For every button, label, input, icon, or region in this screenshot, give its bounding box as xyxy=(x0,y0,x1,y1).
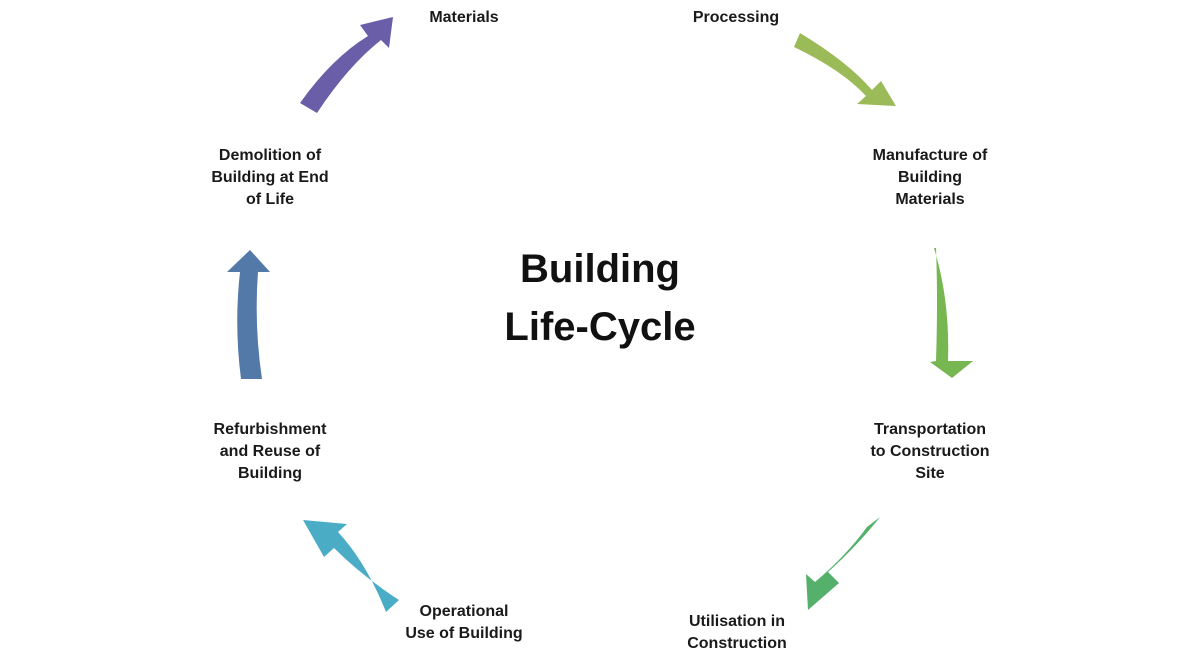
cycle-arrow-manufacture-to-transport xyxy=(930,248,973,378)
stage-label-demolition: Demolition of Building at End of Life xyxy=(211,147,329,208)
stage-label-refurbishment: Refurbishment and Reuse of Building xyxy=(213,421,327,482)
stage-label-raw-material-processing: Extraction of Raw Processing xyxy=(668,0,803,26)
cycle-arrow-operational-to-refurbishment xyxy=(303,520,399,612)
stage-label-manufacture: Manufacture of Building Materials xyxy=(872,147,988,208)
life-cycle-diagram xyxy=(227,17,973,612)
stage-label-transportation: Transportation to Construction Site xyxy=(870,421,990,482)
stage-label-recovered-materials: Recycling or Reuse of Recovered Material… xyxy=(413,0,514,26)
cycle-arrow-processing-to-manufacture xyxy=(794,33,896,106)
diagram-title-line-1: Building xyxy=(520,247,680,291)
stage-label-operational-use: Operational Use of Building xyxy=(405,603,523,642)
diagram-title: Building Life-Cycle xyxy=(450,240,750,356)
cycle-arrow-refurbishment-to-demolition xyxy=(227,250,270,379)
cycle-arrow-transport-to-utilisation xyxy=(806,517,880,610)
cycle-arrow-demolition-to-recovered xyxy=(300,17,393,113)
stage-label-utilisation: Utilisation in Construction xyxy=(687,613,787,652)
diagram-title-line-2: Life-Cycle xyxy=(504,305,696,349)
